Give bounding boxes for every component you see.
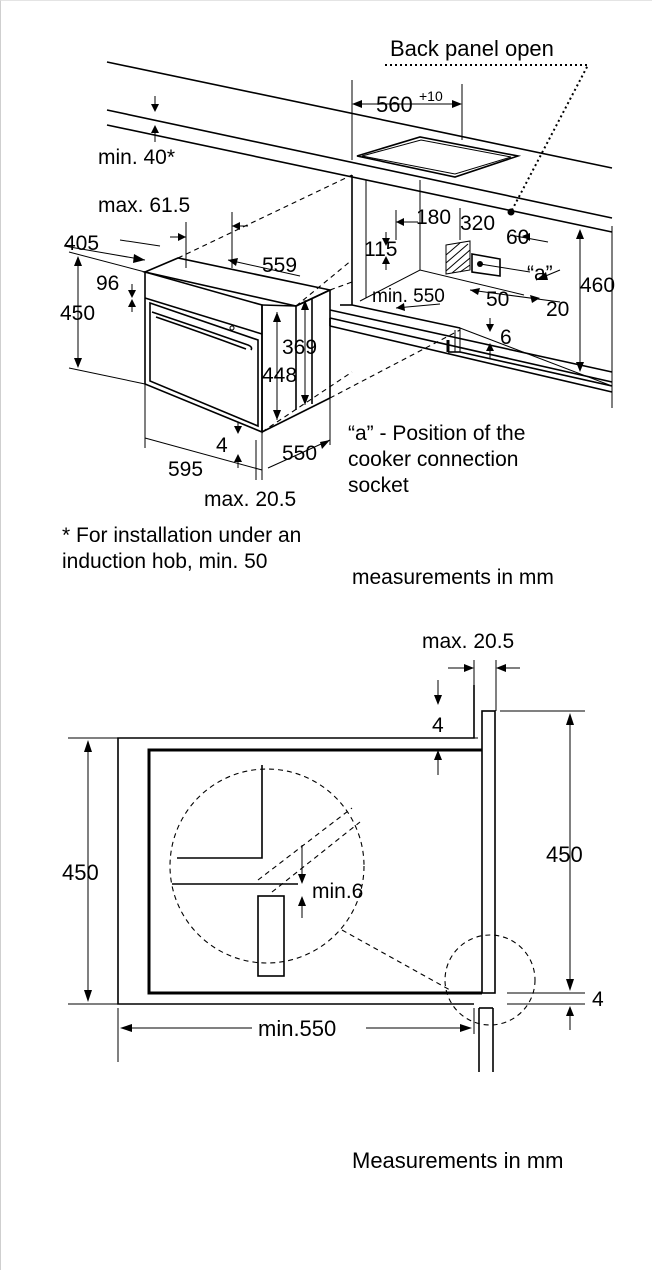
section-view: max. 20.5 4 450 450 min.6 4 min.550 Meas… <box>62 630 604 1173</box>
sec-dim-4-bottom: 4 <box>592 988 604 1011</box>
units-label-top: measurements in mm <box>352 566 554 589</box>
oven-body <box>147 748 482 995</box>
dim-lines-section <box>68 660 585 1062</box>
dim-max-20-5: max. 20.5 <box>204 488 296 511</box>
footnote-line-2: induction hob, min. 50 <box>62 550 267 573</box>
dim-560-tolerance: +10 <box>419 88 443 104</box>
dim-6: 6 <box>500 326 512 349</box>
dim-320: 320 <box>460 212 495 235</box>
label-a: “a” <box>527 262 553 285</box>
sec-dim-min-550: min.550 <box>258 1016 336 1041</box>
oven-front-panel <box>481 710 496 994</box>
niche-outline <box>117 685 475 1005</box>
isometric-view: Back panel open 560 +10 min. 40* max. 61… <box>60 36 615 589</box>
dim-96: 96 <box>96 272 119 295</box>
dim-559: 559 <box>262 254 297 277</box>
construction-lines <box>177 174 461 433</box>
dim-4: 4 <box>216 434 228 457</box>
dim-560: 560 <box>376 92 413 117</box>
dim-60: 60 <box>506 226 529 249</box>
sec-dim-min-6: min.6 <box>312 880 363 903</box>
dimension-lines <box>63 80 584 480</box>
dim-min-550: min. 550 <box>372 286 445 307</box>
dim-448: 448 <box>262 364 297 387</box>
dim-450-left: 450 <box>60 302 95 325</box>
sec-dim-450-left: 450 <box>62 860 99 885</box>
units-label-bottom: Measurements in mm <box>352 1148 564 1173</box>
connection-socket <box>445 208 531 277</box>
sec-dim-4-top: 4 <box>432 714 444 737</box>
isometric-labels: Back panel open 560 +10 min. 40* max. 61… <box>60 36 615 589</box>
section-labels: max. 20.5 4 450 450 min.6 4 min.550 Meas… <box>62 630 604 1173</box>
dim-369: 369 <box>282 336 317 359</box>
note-a-line-3: socket <box>348 474 409 497</box>
lower-front <box>478 1007 494 1072</box>
hob <box>356 136 522 178</box>
dim-max-61-5: max. 61.5 <box>98 194 190 217</box>
detail-circle <box>169 765 536 1026</box>
dim-460: 460 <box>580 274 615 297</box>
dim-405: 405 <box>64 232 99 255</box>
footnote-line-1: * For installation under an <box>62 524 301 547</box>
sec-dim-450-right: 450 <box>546 842 583 867</box>
label-back-panel-open: Back panel open <box>390 36 554 61</box>
dim-min-40: min. 40* <box>98 146 175 169</box>
sec-dim-max-20-5: max. 20.5 <box>422 630 514 653</box>
dim-20: 20 <box>546 298 569 321</box>
note-a-line-2: cooker connection <box>348 448 518 471</box>
note-a-line-1: “a” - Position of the <box>348 422 525 445</box>
dim-550: 550 <box>282 442 317 465</box>
dim-595: 595 <box>168 458 203 481</box>
dim-180: 180 <box>416 206 451 229</box>
worktop <box>106 61 613 233</box>
dim-50: 50 <box>486 288 509 311</box>
cabinet-niche <box>329 175 613 408</box>
dim-115: 115 <box>364 238 397 261</box>
